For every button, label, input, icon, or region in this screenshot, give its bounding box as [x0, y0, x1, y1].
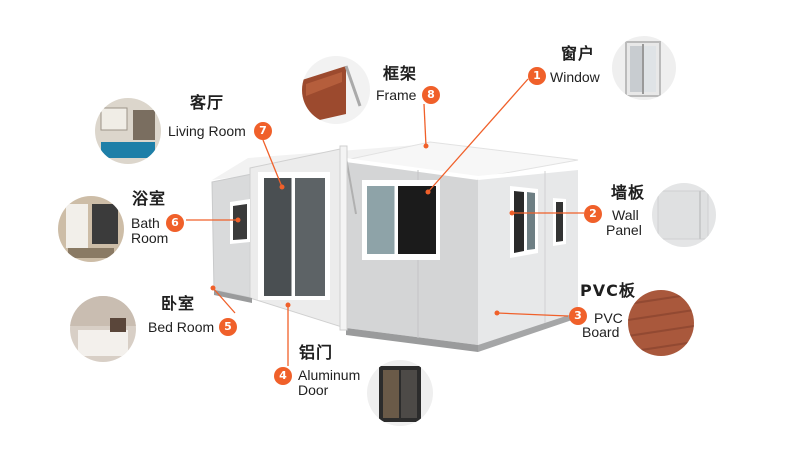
- callout-window-number: 1: [528, 67, 546, 85]
- callout-wall-panel-zh: 墙板: [611, 183, 646, 202]
- callout-pvc-board-en-line1: PVC: [594, 310, 623, 326]
- callout-wall-panel-number: 2: [584, 205, 602, 223]
- callout-pvc-board-number: 3: [569, 307, 587, 325]
- callout-pvc-board-zh: PVC板: [580, 281, 636, 300]
- callout-wall-panel-en-line2: Panel: [606, 222, 642, 238]
- callout-wall-panel-en-line1: Wall: [612, 207, 639, 223]
- callout-bathroom-zh: 浴室: [132, 189, 167, 208]
- frame-photo: [302, 56, 370, 124]
- callout-window-en: Window: [550, 69, 600, 85]
- callout-bathroom-en-line1: Bath: [131, 215, 160, 231]
- callout-bathroom-en-line2: Room: [131, 230, 169, 246]
- callout-living-room-en: Living Room: [168, 123, 246, 139]
- callout-bedroom-en: Bed Room: [148, 319, 215, 335]
- living-room-photo: [95, 98, 161, 164]
- aluminum-door-photo: [367, 360, 433, 426]
- pvc-board-photo: [628, 290, 694, 356]
- callout-aluminum-door-zh: 铝门: [299, 343, 334, 362]
- bathroom-photo: [58, 196, 124, 262]
- callout-bedroom-number: 5: [219, 318, 237, 336]
- callout-living-room-number: 7: [254, 122, 272, 140]
- callout-aluminum-door-en-line1: Aluminum: [298, 367, 361, 383]
- callout-frame-zh: 框架: [383, 64, 418, 83]
- callout-pvc-board-en-line2: Board: [582, 324, 620, 340]
- callout-bathroom-number: 6: [166, 214, 184, 232]
- callout-window-zh: 窗户: [561, 44, 596, 63]
- callout-frame-en: Frame: [376, 87, 417, 103]
- callout-living-room-zh: 客厅: [190, 93, 225, 112]
- callout-aluminum-door-number: 4: [274, 367, 292, 385]
- wall-panel-photo: [652, 183, 716, 247]
- callout-bedroom-zh: 卧室: [161, 294, 196, 313]
- callout-aluminum-door-en-line2: Door: [298, 382, 329, 398]
- bedroom-photo: [70, 296, 136, 362]
- window-photo: [612, 36, 676, 100]
- callout-frame-number: 8: [422, 86, 440, 104]
